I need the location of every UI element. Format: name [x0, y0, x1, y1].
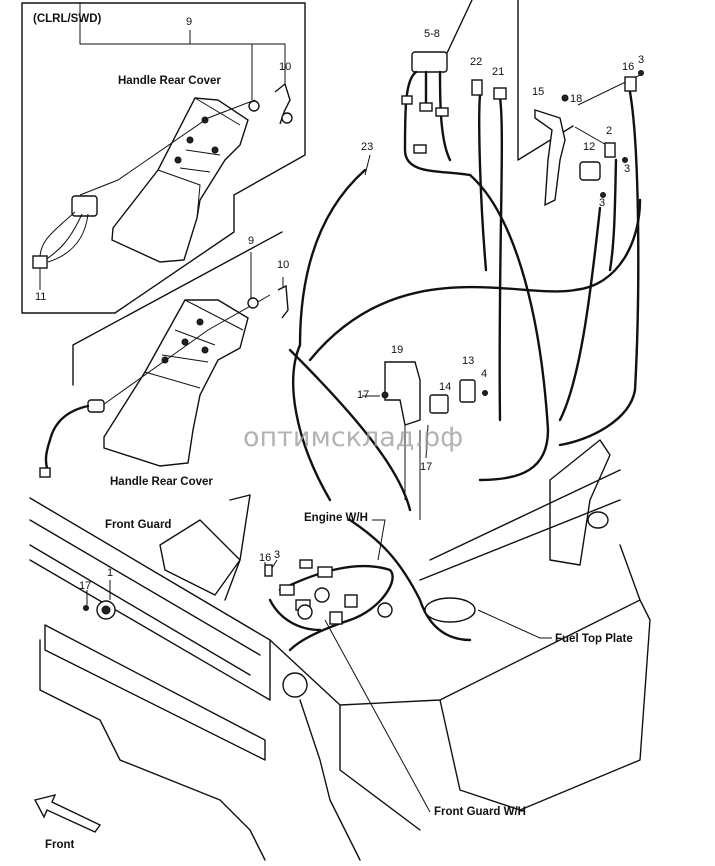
handle-rear-cover-mid	[39, 252, 289, 478]
watermark: оптимсклад.рф	[243, 422, 463, 453]
part-number: 3	[638, 54, 644, 66]
part-number: 1	[107, 567, 113, 579]
part-number: 9	[248, 235, 254, 247]
relay-bracket	[534, 70, 644, 207]
wiring-harness	[268, 51, 642, 652]
part-number: 17	[79, 580, 91, 592]
inset-frame	[21, 2, 306, 314]
part-number: 21	[492, 66, 504, 78]
part-number: 5-8	[424, 28, 440, 40]
part-number: 18	[570, 93, 582, 105]
caption-handle-rear-cover-top: Handle Rear Cover	[118, 75, 221, 87]
caption-front-guard-wh: Front Guard W/H	[434, 806, 526, 818]
part-number: 11	[35, 291, 46, 303]
caption-front-guard: Front Guard	[105, 519, 171, 531]
part-number: 9	[186, 16, 192, 28]
part-number: 3	[624, 163, 630, 175]
part-number: 3	[599, 197, 605, 209]
leader-lines	[86, 154, 552, 813]
relay-plate	[381, 361, 488, 520]
part-number: 17	[420, 461, 432, 473]
part-number: 12	[583, 141, 595, 153]
part-number: 10	[279, 61, 291, 73]
part-number: 13	[462, 355, 474, 367]
part-number: 10	[277, 259, 289, 271]
part-number: 15	[532, 86, 544, 98]
caption-front: Front	[45, 839, 75, 851]
part-number: 4	[481, 368, 487, 380]
caption-fuel-top-plate: Fuel Top Plate	[555, 633, 633, 645]
part-number: 22	[470, 56, 482, 68]
inset-label: (CLRL/SWD)	[33, 13, 102, 25]
part-number: 19	[391, 344, 403, 356]
chassis	[29, 439, 651, 861]
front-arrow-icon	[33, 793, 102, 833]
part-number: 23	[361, 141, 373, 153]
handle-rear-cover-inset	[32, 3, 293, 290]
caption-engine-wh: Engine W/H	[304, 512, 368, 524]
callout-frame-mid	[72, 231, 283, 386]
part-number: 16	[622, 61, 634, 73]
part-number: 14	[439, 381, 451, 393]
part-number: 3	[274, 549, 280, 561]
part-number: 17	[357, 389, 369, 401]
caption-handle-rear-cover-mid: Handle Rear Cover	[110, 476, 213, 488]
part-number: 16	[259, 552, 271, 564]
part-number: 2	[606, 125, 612, 137]
